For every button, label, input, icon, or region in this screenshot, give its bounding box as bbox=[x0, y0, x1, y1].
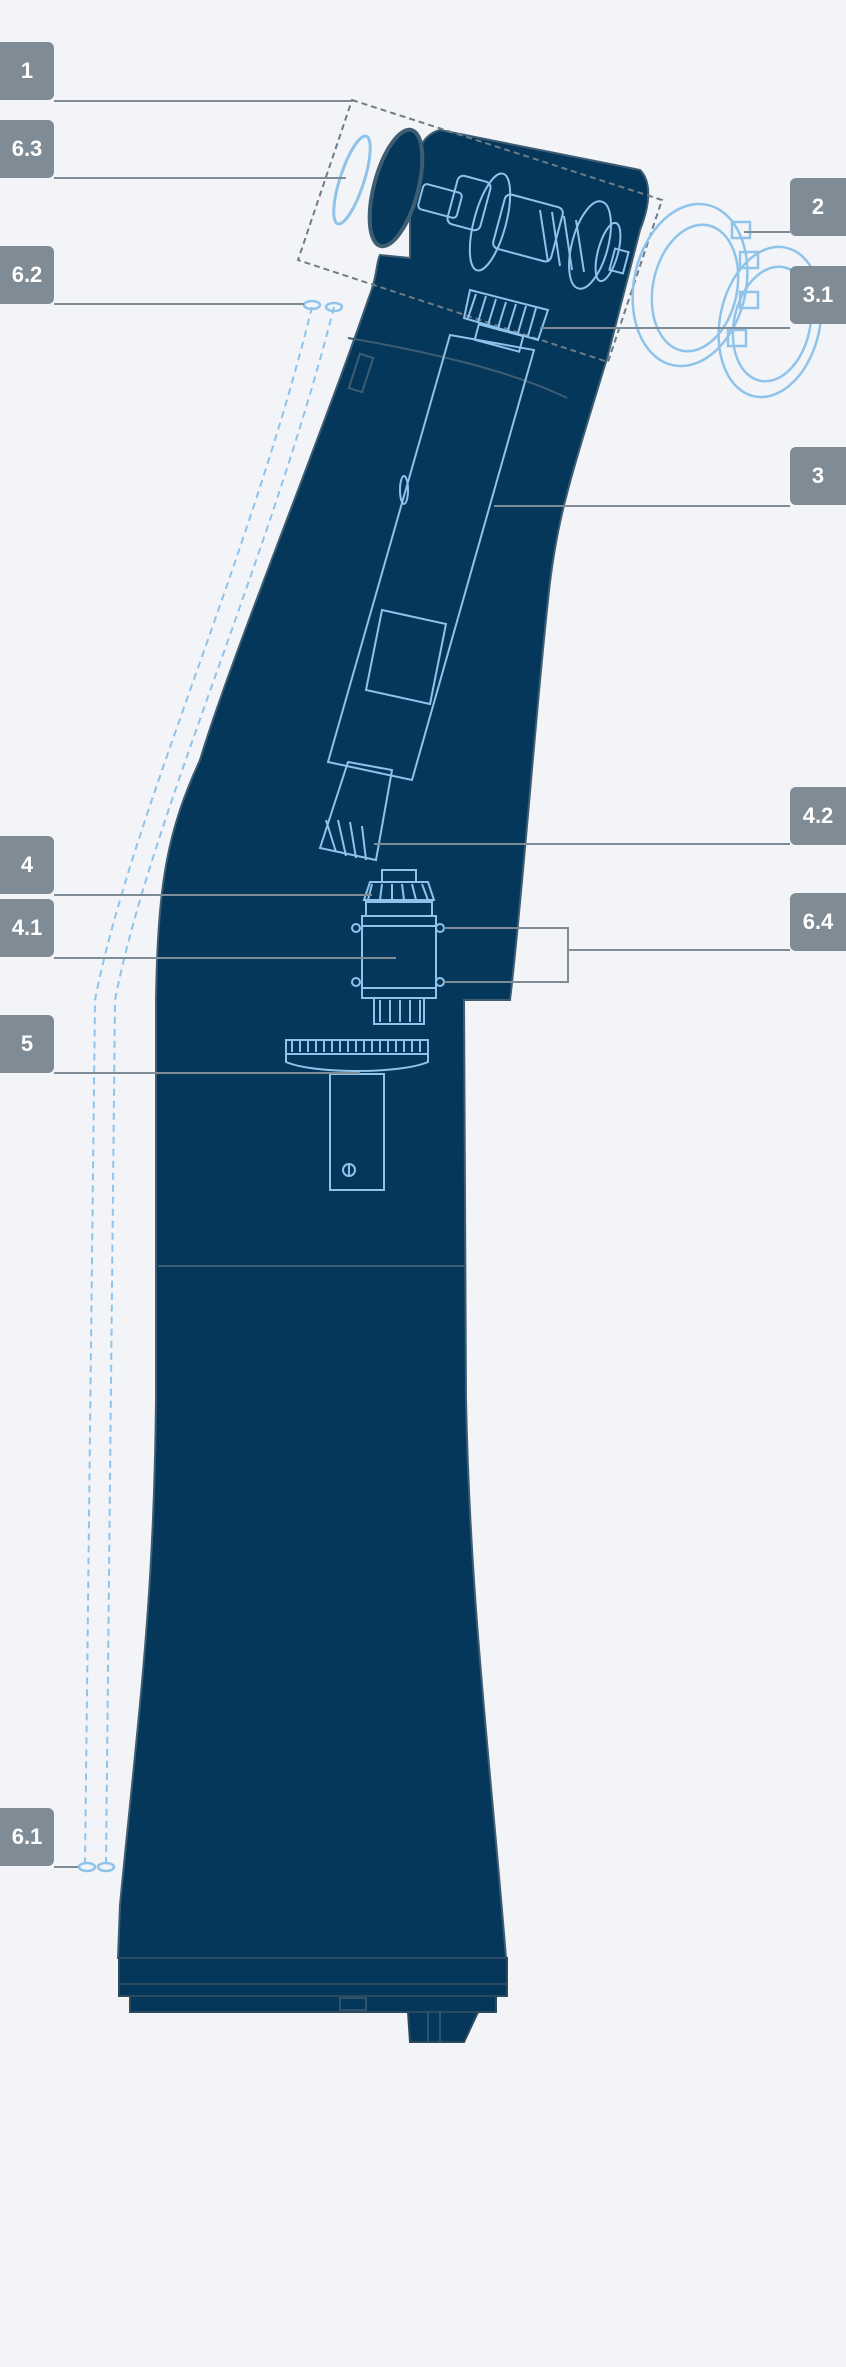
head-opening bbox=[367, 127, 425, 249]
callout-6-1: 6.1 bbox=[0, 1808, 54, 1866]
callout-5: 5 bbox=[0, 1015, 54, 1073]
seal-icon bbox=[324, 301, 344, 313]
head-gear bbox=[462, 288, 550, 353]
drive-shaft bbox=[326, 333, 536, 782]
callout-4-1: 4.1 bbox=[0, 899, 54, 957]
side-fitting bbox=[347, 352, 375, 394]
leader-lines bbox=[54, 100, 790, 1868]
callout-4: 4 bbox=[0, 836, 54, 894]
seal-icon bbox=[302, 299, 322, 311]
callout-4-2: 4.2 bbox=[790, 787, 846, 845]
callout-3-1: 3.1 bbox=[790, 266, 846, 324]
callout-3: 3 bbox=[790, 447, 846, 505]
seal-icon bbox=[96, 1861, 116, 1873]
neck-seam bbox=[347, 337, 568, 399]
head-rotor bbox=[417, 172, 630, 290]
head-cap-parts bbox=[631, 202, 823, 399]
leader-6-4 bbox=[444, 927, 790, 983]
shaft-pinion bbox=[318, 760, 394, 862]
o-ring-icon bbox=[332, 134, 372, 226]
handpiece-body bbox=[116, 128, 650, 1959]
seal-routing-lines bbox=[84, 306, 335, 1866]
coupling-base bbox=[118, 1957, 508, 2043]
callout-1: 1 bbox=[0, 42, 54, 100]
callout-2: 2 bbox=[790, 178, 846, 236]
seal-icon bbox=[77, 1861, 97, 1873]
callout-6-4: 6.4 bbox=[790, 893, 846, 951]
callout-6-2: 6.2 bbox=[0, 246, 54, 304]
callout-6-3: 6.3 bbox=[0, 120, 54, 178]
